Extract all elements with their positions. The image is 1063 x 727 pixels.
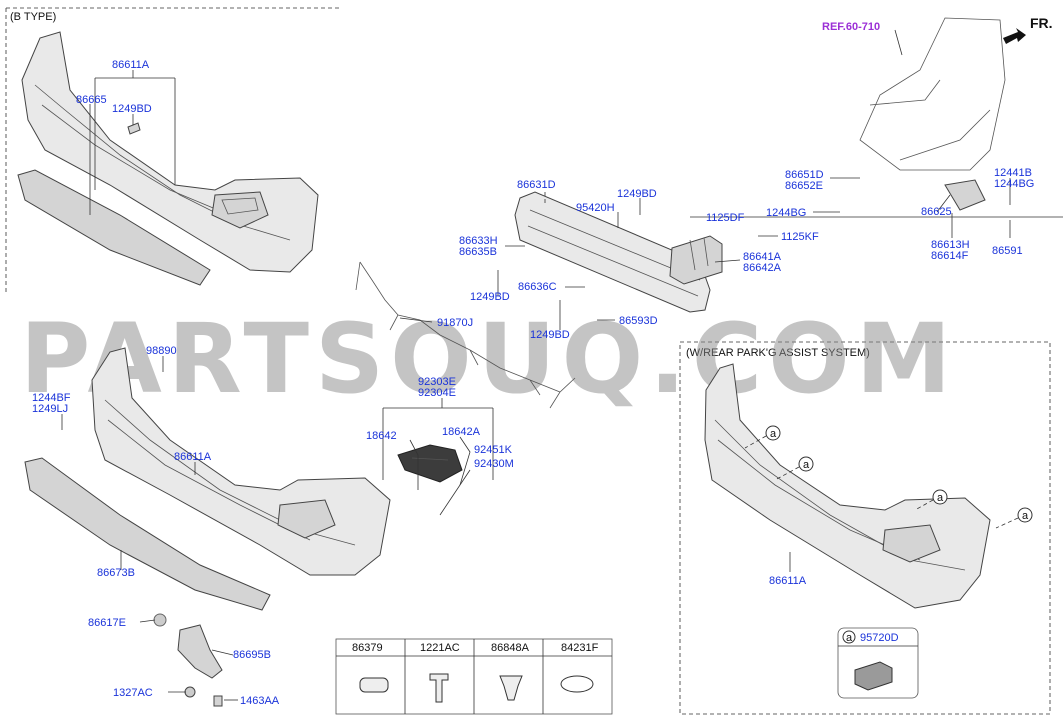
lower-strip-drawing <box>24 457 271 611</box>
callout-86611A-mid[interactable]: 86611A <box>174 451 212 463</box>
bumper-park-assist-drawing <box>704 363 991 609</box>
callout-1249BD-top[interactable]: 1249BD <box>112 103 152 115</box>
callout-86611A-right[interactable]: 86611A <box>769 575 807 587</box>
callout-95420H[interactable]: 95420H <box>576 202 615 214</box>
callout-86695B[interactable]: 86695B <box>233 649 271 661</box>
callout-1244BF[interactable]: 1244BF <box>32 392 71 404</box>
callout-86613H[interactable]: 86613H <box>931 239 970 251</box>
a-marker-4: a <box>1022 510 1029 522</box>
callout-1463AA[interactable]: 1463AA <box>240 695 280 707</box>
bracket-86695b-drawing <box>177 624 223 679</box>
callout-86652E[interactable]: 86652E <box>785 180 823 192</box>
a-markers <box>744 425 1033 529</box>
legend-cap-84231f-icon <box>560 675 594 693</box>
nut-1327ac <box>184 686 196 698</box>
legend-screw-1221ac-icon <box>429 673 449 703</box>
callout-86617E[interactable]: 86617E <box>88 617 126 629</box>
legend-clip-86848a-icon <box>499 675 523 701</box>
clip-86617e <box>153 613 167 627</box>
a-marker-95720d-text: a <box>846 632 853 644</box>
callout-12441B[interactable]: 12441B <box>994 167 1032 179</box>
callout-86673B[interactable]: 86673B <box>97 567 135 579</box>
callout-86611A-top[interactable]: 86611A <box>112 59 150 71</box>
callout-86614F[interactable]: 86614F <box>931 250 969 262</box>
screw-1463aa <box>213 695 223 707</box>
callout-1249BD-left[interactable]: 1249BD <box>470 291 510 303</box>
callout-86642A[interactable]: 86642A <box>743 262 782 274</box>
fr-direction-label: FR. <box>1030 15 1053 31</box>
callout-86636C[interactable]: 86636C <box>518 281 557 293</box>
bumper-main-drawing <box>91 347 391 576</box>
callout-86591[interactable]: 86591 <box>992 245 1023 257</box>
legend-header-1221ac[interactable]: 1221AC <box>420 642 460 654</box>
callout-1244BG-b[interactable]: 1244BG <box>994 178 1034 190</box>
callout-98890[interactable]: 98890 <box>146 345 177 357</box>
bracket-86613h-drawing <box>944 179 986 211</box>
callout-1244BG-a[interactable]: 1244BG <box>766 207 806 219</box>
callout-92451K[interactable]: 92451K <box>474 444 513 456</box>
leader-lines <box>61 29 1063 701</box>
callout-86641A[interactable]: 86641A <box>743 251 782 263</box>
bumper-b-type-drawing <box>17 31 319 286</box>
park-sensor-icon <box>854 661 893 691</box>
callout-1125KF[interactable]: 1125KF <box>781 231 819 243</box>
legend-header-86379[interactable]: 86379 <box>352 642 383 654</box>
legend-plug-86379-icon <box>359 677 389 693</box>
ref-60-710-link[interactable]: REF.60-710 <box>822 21 880 33</box>
a-marker-95720d <box>842 630 856 644</box>
callout-1327AC[interactable]: 1327AC <box>113 687 153 699</box>
park-assist-frame <box>679 341 1051 715</box>
callout-86593D[interactable]: 86593D <box>619 315 658 327</box>
callout-1249BD-mid[interactable]: 1249BD <box>617 188 657 200</box>
callout-92304E[interactable]: 92304E <box>418 387 456 399</box>
sensor-bracket-drawing <box>397 444 463 483</box>
callout-92430M[interactable]: 92430M <box>474 458 514 470</box>
callout-1249BD-low[interactable]: 1249BD <box>530 329 570 341</box>
body-panel-drawing <box>859 17 1006 171</box>
legend-table <box>335 638 613 715</box>
callout-86651D[interactable]: 86651D <box>785 169 824 181</box>
a-marker-2: a <box>803 459 810 471</box>
callout-92303E[interactable]: 92303E <box>418 376 456 388</box>
callout-1249LJ[interactable]: 1249LJ <box>32 403 68 415</box>
fr-arrow-icon <box>1003 28 1026 44</box>
callout-95720D[interactable]: 95720D <box>860 632 899 644</box>
callout-86633H[interactable]: 86633H <box>459 235 498 247</box>
watermark: PARTSOUQ.COM <box>20 303 957 415</box>
a-marker-1: a <box>770 428 777 440</box>
a-marker-3: a <box>937 492 944 504</box>
energy-absorber-drawing <box>669 235 723 285</box>
park-assist-section-title: (W/REAR PARK'G ASSIST SYSTEM) <box>686 347 870 359</box>
callout-86635B[interactable]: 86635B <box>459 246 497 258</box>
b-type-frame <box>5 7 340 295</box>
callout-91870J[interactable]: 91870J <box>437 317 473 329</box>
bolt-1249bd-top <box>127 122 141 135</box>
callout-86625[interactable]: 86625 <box>921 206 952 218</box>
callout-86631D[interactable]: 86631D <box>517 179 556 191</box>
callout-1125DF[interactable]: 1125DF <box>706 212 745 224</box>
legend-header-86848a[interactable]: 86848A <box>491 642 530 654</box>
wiring-harness-drawing <box>355 261 576 409</box>
b-type-section-title: (B TYPE) <box>10 11 56 23</box>
legend-header-84231f[interactable]: 84231F <box>561 642 599 654</box>
callout-86665[interactable]: 86665 <box>76 94 107 106</box>
callout-18642[interactable]: 18642 <box>366 430 397 442</box>
callout-18642A[interactable]: 18642A <box>442 426 481 438</box>
